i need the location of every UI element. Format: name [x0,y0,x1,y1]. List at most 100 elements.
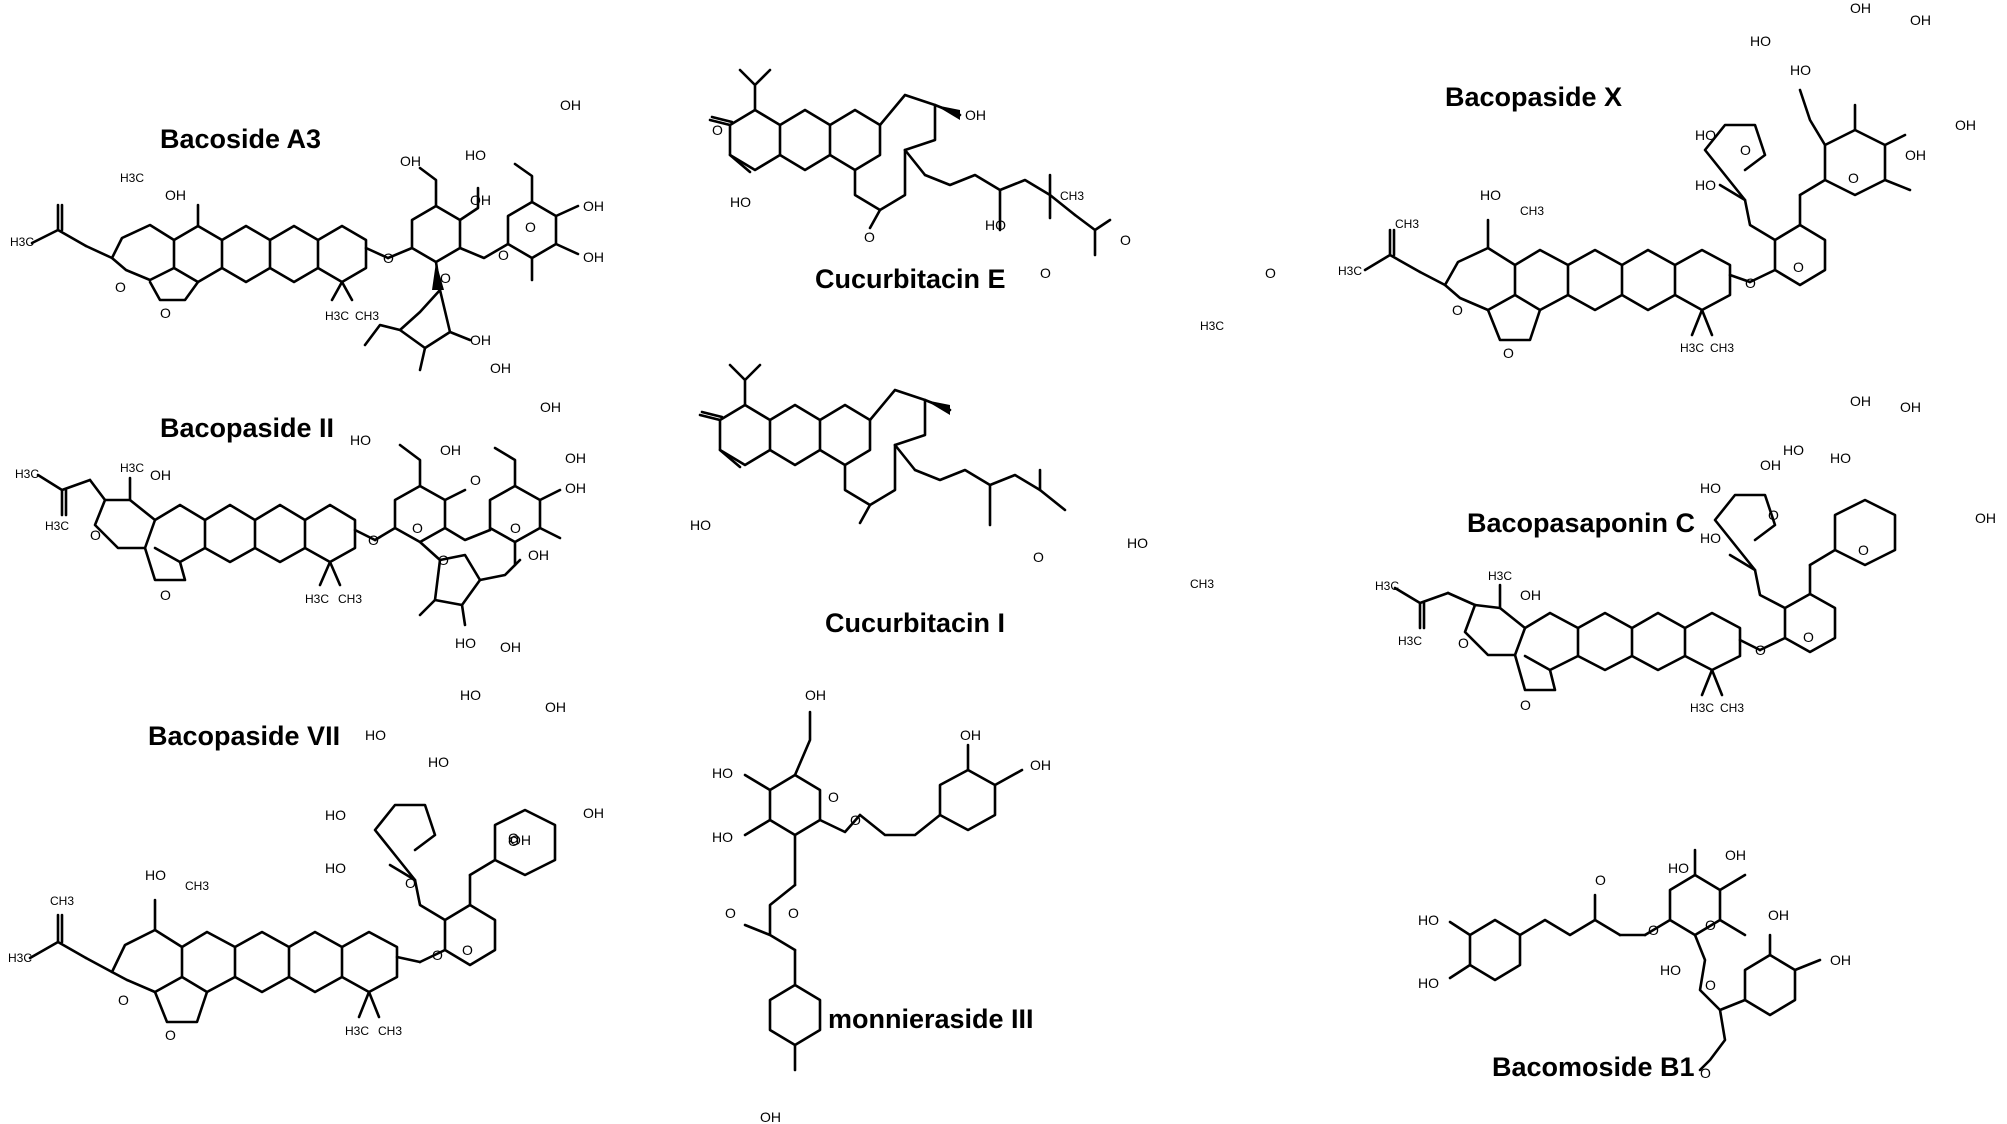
svg-text:HO: HO [730,194,751,210]
svg-text:O: O [1265,265,1276,281]
svg-text:H3C: H3C [1200,319,1224,333]
svg-text:O: O [1768,507,1779,523]
svg-text:HO: HO [1668,860,1689,876]
svg-text:HO: HO [1700,480,1721,496]
svg-text:OH: OH [440,442,461,458]
svg-text:HO: HO [1700,530,1721,546]
compound-name: Bacopaside II [160,413,334,443]
svg-text:H3C: H3C [120,171,144,185]
svg-text:O: O [828,789,839,805]
svg-text:O: O [160,587,171,603]
svg-text:O: O [1648,922,1659,938]
compound-name: Bacoside A3 [160,124,321,154]
svg-text:OH: OH [965,107,986,123]
svg-text:HO: HO [712,765,733,781]
svg-text:CH3: CH3 [1520,204,1544,218]
svg-text:O: O [1793,259,1804,275]
svg-text:H3C: H3C [1488,569,1512,583]
svg-text:O: O [470,472,481,488]
svg-text:HO: HO [712,829,733,845]
svg-text:H3C: H3C [1398,634,1422,648]
svg-text:OH: OH [510,832,531,848]
svg-text:H3C: H3C [120,461,144,475]
svg-text:OH: OH [565,480,586,496]
svg-text:HO: HO [1660,962,1681,978]
structure-cucurbitacin-i: Cucurbitacin I HO O HO CH3 [690,363,1214,638]
svg-text:OH: OH [470,332,491,348]
svg-text:O: O [1458,635,1469,651]
svg-text:OH: OH [583,249,604,265]
svg-text:O: O [508,830,519,846]
svg-text:CH3: CH3 [355,309,379,323]
svg-text:O: O [788,905,799,921]
svg-text:OH: OH [1850,393,1871,409]
svg-text:OH: OH [545,699,566,715]
svg-text:OH: OH [1910,12,1931,28]
svg-text:H3C: H3C [345,1024,369,1038]
svg-text:OH: OH [1850,0,1871,16]
svg-text:HO: HO [1127,535,1148,551]
svg-text:OH: OH [470,192,491,208]
svg-text:HO: HO [985,217,1006,233]
svg-text:O: O [1745,275,1756,291]
svg-text:H3C: H3C [45,519,69,533]
svg-text:O: O [850,812,861,828]
svg-text:O: O [498,247,509,263]
svg-text:HO: HO [465,147,486,163]
svg-text:CH3: CH3 [1710,341,1734,355]
svg-text:O: O [115,279,126,295]
svg-text:HO: HO [350,432,371,448]
svg-text:O: O [510,520,521,536]
svg-text:CH3: CH3 [1720,701,1744,715]
structure-bacopaside-vii: Bacopaside VII H3C CH3 HO CH3 O O H3C CH… [8,687,604,1043]
svg-text:CH3: CH3 [1395,217,1419,231]
svg-text:CH3: CH3 [185,879,209,893]
svg-text:HO: HO [690,517,711,533]
svg-text:OH: OH [500,639,521,655]
svg-text:H3C: H3C [1680,341,1704,355]
structure-bacopasaponin-c: Bacopasaponin C H3C H3C H3C OH O O H3C C… [1375,393,1996,715]
svg-text:O: O [1452,302,1463,318]
svg-text:HO: HO [1783,442,1804,458]
svg-text:O: O [1503,345,1514,361]
svg-text:O: O [1755,642,1766,658]
structure-monnieraside-iii: monnieraside III OH HO HO O O OH OH O O … [712,687,1051,1124]
svg-text:OH: OH [400,153,421,169]
svg-text:OH: OH [1520,587,1541,603]
svg-text:HO: HO [1830,450,1851,466]
svg-text:O: O [1705,977,1716,993]
svg-text:HO: HO [1750,33,1771,49]
svg-text:CH3: CH3 [50,894,74,908]
svg-text:HO: HO [460,687,481,703]
svg-text:HO: HO [325,807,346,823]
svg-text:OH: OH [560,97,581,113]
structure-bacomoside-b1: Bacomoside B1 HO HO O O HO OH HO O O OH … [1418,847,1851,1082]
svg-text:O: O [405,875,416,891]
svg-text:H3C: H3C [1375,579,1399,593]
svg-text:H3C: H3C [8,951,32,965]
svg-text:O: O [1803,629,1814,645]
svg-text:CH3: CH3 [1060,189,1084,203]
svg-text:OH: OH [1955,117,1976,133]
svg-text:O: O [383,250,394,266]
svg-text:O: O [1848,170,1859,186]
svg-text:OH: OH [805,687,826,703]
structure-bacoside-a3: Bacoside A3 H3C H3C OH O O H3C CH3 O OH … [10,97,604,372]
compound-name: monnieraside III [828,1004,1034,1034]
svg-text:CH3: CH3 [338,592,362,606]
svg-text:O: O [864,229,875,245]
svg-text:O: O [432,947,443,963]
svg-text:H3C: H3C [305,592,329,606]
svg-text:O: O [165,1027,176,1043]
svg-text:O: O [440,270,451,286]
svg-text:OH: OH [150,467,171,483]
svg-text:O: O [438,552,449,568]
svg-text:OH: OH [1900,399,1921,415]
svg-text:O: O [1700,1065,1711,1081]
svg-text:O: O [1520,697,1531,713]
svg-text:OH: OH [583,805,604,821]
svg-text:OH: OH [540,399,561,415]
svg-text:H3C: H3C [10,235,34,249]
svg-text:OH: OH [1768,907,1789,923]
svg-text:OH: OH [490,360,511,376]
